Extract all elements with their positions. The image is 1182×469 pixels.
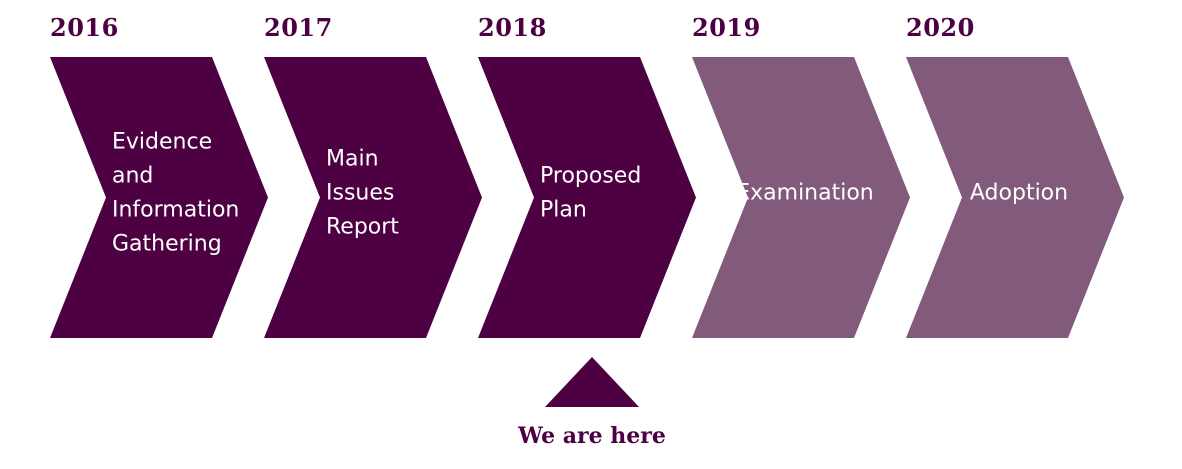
- step-label-line: Main: [326, 147, 379, 172]
- step-label: Adoption: [970, 181, 1068, 206]
- step-label-line: Report: [326, 215, 399, 240]
- chevron-shape: [478, 57, 696, 338]
- step-label-line: Examination: [736, 181, 874, 206]
- chevron-shape: [264, 57, 482, 338]
- step-label-line: Issues: [326, 181, 394, 206]
- step-label-line: Evidence: [112, 130, 212, 155]
- step-year: 2020: [906, 13, 975, 42]
- step-label-line: Information: [112, 198, 239, 223]
- step-year: 2017: [264, 13, 333, 42]
- step-label-line: and: [112, 164, 153, 189]
- step-year: 2018: [478, 13, 547, 42]
- chevron-shape: [692, 57, 910, 338]
- step-label-line: Proposed: [540, 164, 641, 189]
- step-year: 2019: [692, 13, 761, 42]
- chevron-shape: [906, 57, 1124, 338]
- chevron-shape: [50, 57, 268, 338]
- step-label: Examination: [736, 181, 874, 206]
- triangle-up-icon: [545, 357, 639, 407]
- current-stage-marker: We are here: [517, 357, 666, 449]
- step-label-line: Adoption: [970, 181, 1068, 206]
- step-label-line: Plan: [540, 198, 587, 223]
- step-label-line: Gathering: [112, 232, 222, 257]
- step-year: 2016: [50, 13, 119, 42]
- we-are-here-label: We are here: [517, 423, 666, 449]
